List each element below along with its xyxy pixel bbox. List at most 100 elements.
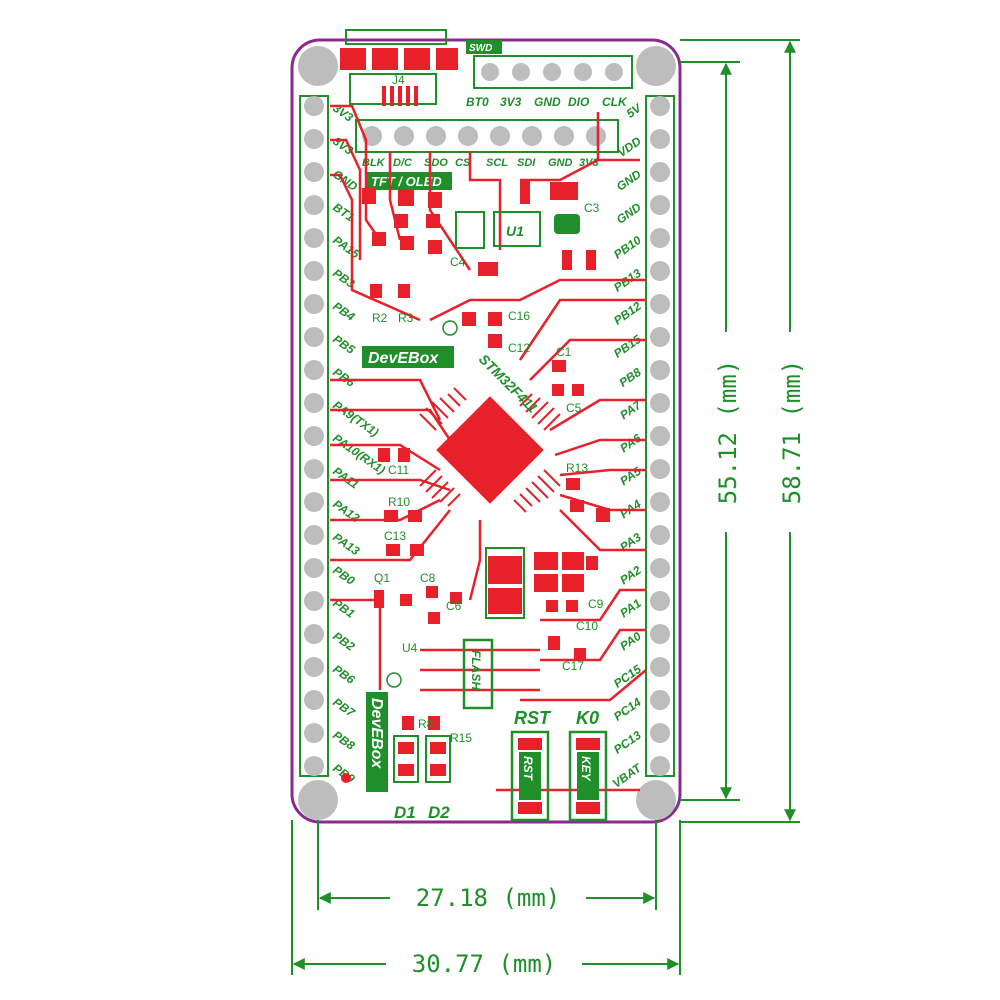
- swd-pin-label: 3V3: [500, 95, 522, 109]
- swd-pin-label: GND: [534, 95, 561, 109]
- mount-hole-bottom-right: [636, 780, 676, 820]
- u1-label: U1: [506, 223, 524, 239]
- mount-hole-bottom-left: [298, 780, 338, 820]
- right-pin-pad: [650, 690, 670, 710]
- right-pin-pad: [650, 657, 670, 677]
- left-pin-pad: [304, 195, 324, 215]
- left-pin-pad: [304, 393, 324, 413]
- left-pin-pad: [304, 756, 324, 776]
- right-pin-pad: [650, 426, 670, 446]
- tft-pin-label: BLK: [362, 157, 386, 169]
- registered-mark-side: [386, 672, 402, 688]
- r10-ref: R10: [388, 495, 410, 509]
- tft-pin-pad: [458, 126, 478, 146]
- rst-button-label: RST: [521, 756, 535, 782]
- c8-ref: C8: [420, 571, 436, 585]
- c4-ref: C4: [450, 255, 466, 269]
- c9-ref: C9: [588, 597, 604, 611]
- left-pin-pad: [304, 228, 324, 248]
- dim-outer-height: 58.71 (mm): [778, 360, 806, 505]
- right-pin-pad: [650, 624, 670, 644]
- dim-inner-height: 55.12 (mm): [714, 360, 742, 505]
- c3-body: [554, 214, 580, 234]
- tft-pin-pad: [426, 126, 446, 146]
- q1-ref: Q1: [374, 571, 390, 585]
- registered-mark-top: [442, 320, 458, 336]
- right-pin-pad: [650, 525, 670, 545]
- tft-pin-pad: [586, 126, 606, 146]
- right-pin-pad: [650, 327, 670, 347]
- swd-pin-label: DIO: [568, 95, 590, 109]
- tft-pin-label: D/C: [393, 157, 413, 169]
- left-pin-pad: [304, 261, 324, 281]
- flash-label: FLASH: [469, 650, 483, 690]
- tft-pin-label: CS: [455, 157, 471, 169]
- tft-pin-pad: [554, 126, 574, 146]
- c3-cap: [550, 182, 578, 200]
- tft-label: TFT / OLED: [371, 174, 442, 189]
- right-pin-pad: [650, 129, 670, 149]
- left-pin-pad: [304, 360, 324, 380]
- right-pin-pad: [650, 294, 670, 314]
- crystal-2-outline: [485, 547, 525, 619]
- right-header-pads: [650, 96, 670, 776]
- r8-ref: R8: [418, 717, 434, 731]
- right-pin-pad: [650, 459, 670, 479]
- left-pin-pad: [304, 492, 324, 512]
- left-pin-pad: [304, 294, 324, 314]
- lower-left-components: [374, 448, 462, 624]
- left-pin-pad: [304, 459, 324, 479]
- u1-regulator: [493, 211, 541, 247]
- left-pin-pad: [304, 690, 324, 710]
- right-pin-pad: [650, 591, 670, 611]
- left-pin-pad: [304, 591, 324, 611]
- rst-title: RST: [514, 708, 552, 728]
- c13-ref: C13: [384, 529, 406, 543]
- leds: [398, 716, 446, 776]
- tft-pin-pad: [522, 126, 542, 146]
- swd-pin-pad: [481, 63, 499, 81]
- small-part-2: [478, 262, 498, 276]
- top-left-components: [362, 188, 584, 396]
- small-part-1: [520, 180, 530, 204]
- c16-ref: C16: [508, 309, 530, 323]
- dim-inner-height-bg: [712, 332, 740, 532]
- dim-outer-width-bg: [386, 950, 582, 978]
- left-pin-pad: [304, 162, 324, 182]
- left-pin-pad: [304, 525, 324, 545]
- left-pin-pad: [304, 624, 324, 644]
- c17-ref: C17: [562, 659, 584, 673]
- tft-header: [355, 119, 619, 153]
- flash-chip: [462, 638, 494, 710]
- r15-ref: R15: [450, 731, 472, 745]
- swd-pin-label: CLK: [602, 95, 628, 109]
- small-part-3: [562, 250, 572, 270]
- left-pin-pad: [304, 129, 324, 149]
- swd-header: [473, 55, 633, 89]
- mount-hole-top-left: [298, 46, 338, 86]
- left-pin-pad: [304, 558, 324, 578]
- r13-ref: R13: [566, 461, 588, 475]
- j4-ref: J4: [392, 73, 405, 87]
- c1-ref: C1: [556, 345, 572, 359]
- dim-inner-width: 27.18 (mm): [416, 884, 561, 912]
- led-d1-label: D1: [394, 803, 416, 822]
- right-pin-pad: [650, 756, 670, 776]
- left-pin-pad: [304, 327, 324, 347]
- crystal-outline: [455, 211, 485, 249]
- swd-pin-pad: [512, 63, 530, 81]
- tft-pin-label: SCL: [486, 157, 508, 169]
- pin1-marker: [341, 773, 351, 783]
- c5-ref: C5: [566, 401, 582, 415]
- brand-label-side: DevEBox: [368, 698, 385, 769]
- right-pin-pad: [650, 228, 670, 248]
- r3-ref: R3: [398, 311, 414, 325]
- left-pin-pad: [304, 426, 324, 446]
- usb-connector: J4: [340, 29, 458, 106]
- left-pin-pad: [304, 723, 324, 743]
- tft-pin-label: GND: [548, 157, 573, 169]
- brand-label-top: DevEBox: [368, 350, 439, 367]
